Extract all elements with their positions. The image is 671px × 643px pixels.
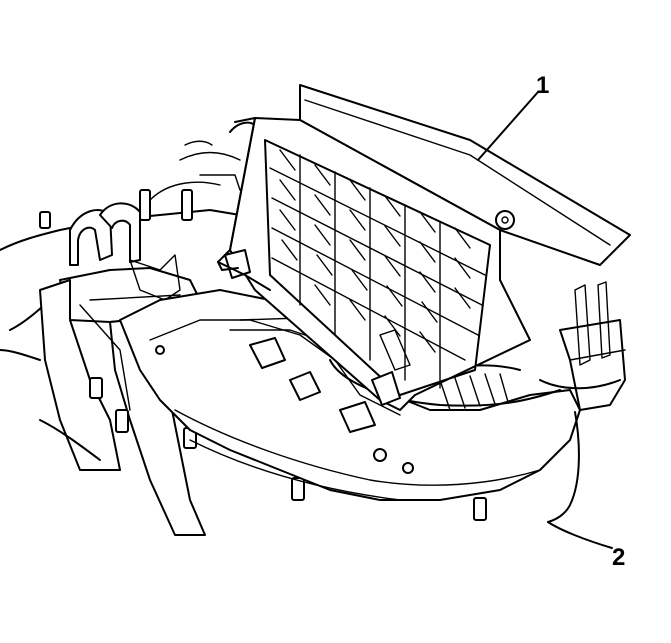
blower-housing: [119, 281, 626, 501]
callout-1: 1: [536, 72, 550, 99]
leader-line-1: [477, 91, 539, 161]
filter-cover: [217, 84, 631, 411]
leader-line-2-tail: [547, 411, 580, 523]
callout-2: 2: [612, 544, 626, 571]
leader-line-2: [547, 521, 613, 549]
left-housing: [0, 121, 487, 536]
